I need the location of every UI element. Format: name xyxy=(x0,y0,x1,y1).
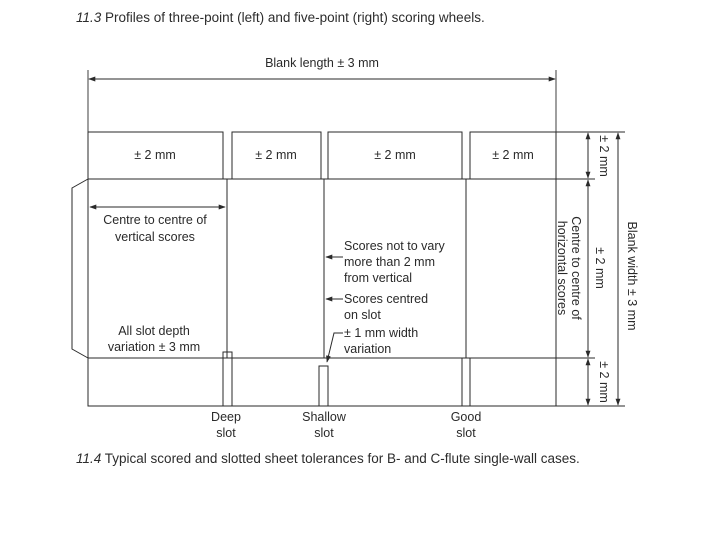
centre-vertical-line-1: Centre to centre of xyxy=(103,213,207,227)
width-variation-line-2: variation xyxy=(344,342,391,356)
scores-vary-line-2: more than 2 mm xyxy=(344,255,435,269)
blank-width-label: Blank width ± 3 mm xyxy=(625,222,639,331)
caption-number: 11.3 xyxy=(76,10,102,25)
deep-slot-label-2: slot xyxy=(216,426,236,440)
shallow-slot-label-2: slot xyxy=(314,426,334,440)
right-middle-tolerance: ± 2 mm xyxy=(593,247,607,289)
centre-horizontal-line-1: Centre to centre of xyxy=(569,216,583,320)
slot-depth-note: All slot depth variation ± 3 mm xyxy=(108,324,200,354)
right-top-tolerance: ± 2 mm xyxy=(597,135,611,177)
bottom-flaps xyxy=(87,351,557,407)
right-dimensions: ± 2 mm Centre to centre of horizontal sc… xyxy=(555,131,639,407)
top-flaps: ± 2 mm ± 2 mm ± 2 mm ± 2 mm xyxy=(87,131,557,180)
slot-depth-line-2: variation ± 3 mm xyxy=(108,340,200,354)
good-slot-label-1: Good xyxy=(451,410,482,424)
slot-depth-line-1: All slot depth xyxy=(118,324,190,338)
right-bottom-tolerance: ± 2 mm xyxy=(597,361,611,403)
width-variation-line-1: ± 1 mm width xyxy=(344,326,418,340)
figure-caption-bottom: 11.4 Typical scored and slotted sheet to… xyxy=(76,450,666,468)
scores-vary-line-1: Scores not to vary xyxy=(344,239,445,253)
flap-tolerance-4: ± 2 mm xyxy=(492,148,534,162)
flap-tolerance-3: ± 2 mm xyxy=(374,148,416,162)
figure-caption-top: 11.3 Profiles of three-point (left) and … xyxy=(76,9,696,27)
caption-text: Profiles of three-point (left) and five-… xyxy=(101,10,485,25)
centre-vertical-dimension: Centre to centre of vertical scores xyxy=(89,204,226,244)
scores-centred-line-2: on slot xyxy=(344,308,381,322)
caption-number: 11.4 xyxy=(76,451,102,466)
score-notes: Scores not to vary more than 2 mm from v… xyxy=(325,239,445,363)
shallow-slot-label-1: Shallow xyxy=(302,410,347,424)
deep-slot-label-1: Deep xyxy=(211,410,241,424)
blank-length-dimension: Blank length ± 3 mm xyxy=(87,56,557,132)
centre-horizontal-line-2: horizontal scores xyxy=(555,221,569,316)
centre-vertical-line-2: vertical scores xyxy=(115,230,195,244)
scores-vary-line-3: from vertical xyxy=(344,271,412,285)
good-slot-label-2: slot xyxy=(456,426,476,440)
slot-labels: Deep slot Shallow slot Good slot xyxy=(211,410,481,440)
scores-centred-line-1: Scores centred xyxy=(344,292,428,306)
flap-tolerance-2: ± 2 mm xyxy=(255,148,297,162)
flap-tolerance-1: ± 2 mm xyxy=(134,148,176,162)
blank-length-label: Blank length ± 3 mm xyxy=(265,56,379,70)
caption-text: Typical scored and slotted sheet toleran… xyxy=(101,451,580,466)
